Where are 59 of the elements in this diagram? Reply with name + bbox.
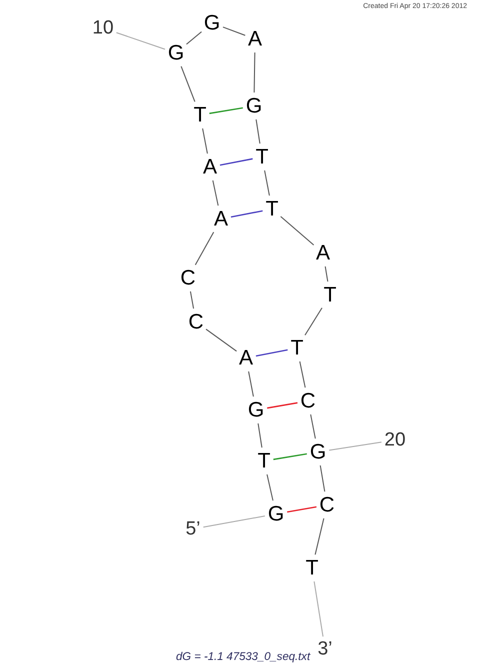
nucleotide-letter: T (194, 104, 206, 126)
nucleotide-letter: A (248, 28, 262, 50)
backbone-line (206, 328, 238, 352)
nucleotide-letter: G (268, 504, 284, 524)
leader-line (328, 442, 382, 451)
nucleotide-letter: T (266, 198, 278, 220)
backbone-line (202, 128, 208, 154)
backbone-line (304, 307, 322, 336)
base-pair-line (209, 107, 243, 114)
backbone-line (299, 360, 306, 388)
backbone-line (194, 232, 214, 266)
base-pair-line (287, 506, 317, 513)
strand-end-label: 5’ (186, 520, 200, 538)
backbone-line (212, 180, 219, 206)
backbone-line (258, 422, 262, 448)
nucleotide-letter: C (319, 494, 335, 516)
backbone-line (190, 290, 194, 310)
backbone-line (248, 370, 254, 398)
position-number: 20 (384, 430, 406, 450)
backbone-line (310, 414, 316, 440)
nucleotide-letter: G (310, 442, 326, 462)
leader-line (116, 32, 166, 50)
nucleotide-letter: T (324, 284, 336, 306)
nucleotide-letter: G (248, 400, 264, 420)
nucleotide-letter: G (168, 42, 184, 64)
backbone-line (314, 518, 324, 556)
backbone-line (254, 52, 256, 93)
leader-line (202, 516, 266, 528)
backbone-line (266, 474, 274, 502)
backbone-line (186, 31, 202, 45)
nucleotide-letter: G (246, 96, 262, 116)
nucleotide-letter: C (188, 312, 204, 332)
leader-line (314, 580, 324, 638)
nucleotide-letter: T (258, 450, 270, 472)
base-pair-line (267, 402, 298, 409)
nucleotide-letter: A (214, 208, 228, 230)
backbone-line (256, 118, 260, 144)
nucleotide-letter: G (204, 12, 220, 34)
nucleotide-letter: T (256, 146, 268, 168)
backbone-line (180, 66, 196, 102)
backbone-line (324, 266, 328, 282)
nucleotide-letter: C (180, 268, 196, 288)
backbone-line (280, 216, 314, 246)
nucleotide-letter: A (203, 156, 217, 178)
strand-end-label: 3’ (318, 640, 332, 658)
nucleotide-letter: C (300, 390, 316, 412)
free-energy-caption: dG = -1.1 47533_0_seq.txt (176, 651, 310, 664)
nucleotide-letter: A (239, 348, 253, 368)
base-pair-line (256, 349, 288, 357)
nucleotide-letter: T (290, 338, 304, 358)
backbone-line (264, 170, 270, 196)
base-pair-line (273, 453, 307, 460)
nucleotide-letter: A (316, 242, 330, 264)
base-pair-line (220, 158, 253, 166)
backbone-line (222, 26, 246, 36)
nucleotide-letter: T (306, 558, 318, 578)
base-pair-line (230, 210, 263, 218)
backbone-line (320, 464, 326, 492)
position-number: 10 (92, 18, 114, 38)
